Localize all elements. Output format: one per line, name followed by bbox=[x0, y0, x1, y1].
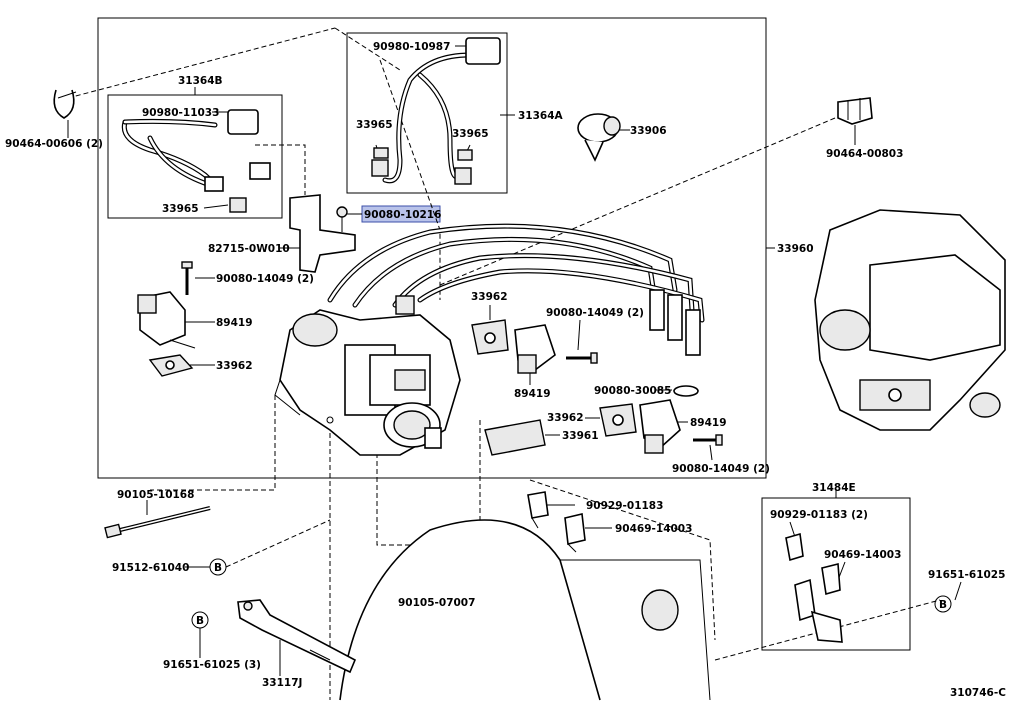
dash-bolt bbox=[150, 395, 276, 491]
dash-b1 bbox=[225, 519, 331, 568]
callout-90080-30085: 90080-30085 bbox=[594, 385, 671, 397]
ref-mark-b1 bbox=[209, 558, 227, 576]
callout-90929-01183-2: 90929-01183 (2) bbox=[770, 509, 868, 521]
oring-90080-30085 bbox=[673, 385, 699, 397]
callout-31484e: 31484E bbox=[812, 482, 856, 494]
callout-33962-a: 33962 bbox=[216, 360, 253, 372]
callout-33961: 33961 bbox=[562, 430, 599, 442]
callout-33906: 33906 bbox=[630, 125, 667, 137]
lead-91651-61025 bbox=[954, 581, 962, 601]
lead-90080-14049-c bbox=[709, 444, 713, 461]
dash-clamp-to-frame bbox=[67, 27, 336, 99]
callout-89419-b: 89419 bbox=[514, 388, 551, 400]
bracket-33117j bbox=[237, 599, 357, 674]
harness-31364a bbox=[371, 37, 501, 185]
sensor-89419-b bbox=[514, 324, 556, 374]
callout-31364a: 31364A bbox=[518, 110, 564, 122]
callout-90464-00606: 90464-00606 (2) bbox=[5, 138, 103, 150]
sensor-89419-c bbox=[639, 399, 681, 454]
clamp-part-right bbox=[837, 97, 873, 125]
callout-90980-11033: 90980-11033 bbox=[142, 107, 219, 119]
lead-33965-l bbox=[203, 204, 229, 209]
callout-91512-61040: 91512-61040 bbox=[112, 562, 189, 574]
bolt-90080-14049-c bbox=[693, 434, 723, 446]
sensor-33906 bbox=[577, 113, 621, 162]
callout-90929-01183: 90929-01183 bbox=[586, 500, 663, 512]
gasket-33962-a bbox=[148, 354, 194, 377]
callout-31364b: 31364B bbox=[178, 75, 223, 87]
frame-31364a bbox=[346, 32, 508, 194]
callout-33960: 33960 bbox=[777, 243, 814, 255]
dash-down-2 bbox=[376, 445, 437, 546]
gasket-33962-b bbox=[471, 319, 509, 355]
throttle-body-assembly bbox=[274, 309, 461, 456]
bracket-82715 bbox=[289, 194, 356, 273]
ref-mark-b1-label: B bbox=[214, 562, 222, 574]
ref-mark-b2-label: B bbox=[196, 615, 204, 627]
sensor-89419-a bbox=[137, 291, 196, 349]
ref-mark-b2 bbox=[191, 611, 209, 629]
ref-mark-b3 bbox=[934, 595, 952, 613]
callout-33117j: 33117J bbox=[262, 677, 302, 689]
bolt-90105-10168 bbox=[104, 506, 211, 539]
engine-block-right bbox=[814, 209, 1006, 431]
callout-90464-00803: 90464-00803 bbox=[826, 148, 903, 160]
callout-90080-14049-a: 90080-14049 (2) bbox=[216, 273, 314, 285]
harness-31364b bbox=[121, 109, 271, 213]
callout-33965-c: 33965 bbox=[452, 128, 489, 140]
callout-91651-61025: 91651-61025 bbox=[928, 569, 1005, 581]
callout-33965-b: 33965 bbox=[356, 119, 393, 131]
bolt-90080-14049-b bbox=[566, 352, 598, 364]
callout-89419-a: 89419 bbox=[216, 317, 253, 329]
gasket-33962-c bbox=[599, 403, 637, 437]
callout-90469-14003: 90469-14003 bbox=[615, 523, 692, 535]
callout-33962-c: 33962 bbox=[547, 412, 584, 424]
callout-90105-07007: 90105-07007 bbox=[398, 597, 475, 609]
lead-90080-14049-b bbox=[577, 319, 581, 351]
callout-33962-b: 33962 bbox=[471, 291, 508, 303]
callout-82715-0w010: 82715-0W010 bbox=[208, 243, 290, 255]
callout-89419-c: 89419 bbox=[690, 417, 727, 429]
clip-90469-14003 bbox=[564, 513, 586, 553]
callout-90105-10168: 90105-10168 bbox=[117, 489, 194, 501]
callout-90080-14049-c: 90080-14049 (2) bbox=[672, 463, 770, 475]
diagram-id: 310746-C bbox=[950, 687, 1006, 699]
ref-mark-b3-label: B bbox=[939, 599, 947, 611]
callout-90080-10216[interactable]: 90080-10216 bbox=[364, 209, 441, 221]
dash-clamp-right bbox=[439, 117, 836, 286]
dash-harness-b bbox=[255, 144, 306, 195]
bolt-90080-14049-a bbox=[181, 261, 193, 295]
callout-90080-14049-b: 90080-14049 (2) bbox=[546, 307, 644, 319]
housing-outline bbox=[339, 519, 711, 701]
ignition-cables-33960 bbox=[327, 223, 705, 356]
dash-frame-to-harness bbox=[334, 27, 401, 71]
callout-91651-61025-3: 91651-61025 (3) bbox=[163, 659, 261, 671]
clip-90929-01183 bbox=[527, 491, 549, 529]
callout-90980-10987: 90980-10987 bbox=[373, 41, 450, 53]
clamp-part-left bbox=[53, 89, 77, 119]
cover-33961 bbox=[484, 419, 546, 456]
dash-base-2 bbox=[529, 479, 716, 641]
callout-90469-14003-b: 90469-14003 bbox=[824, 549, 901, 561]
callout-33965-left: 33965 bbox=[162, 203, 199, 215]
clips-31484e bbox=[785, 532, 843, 643]
